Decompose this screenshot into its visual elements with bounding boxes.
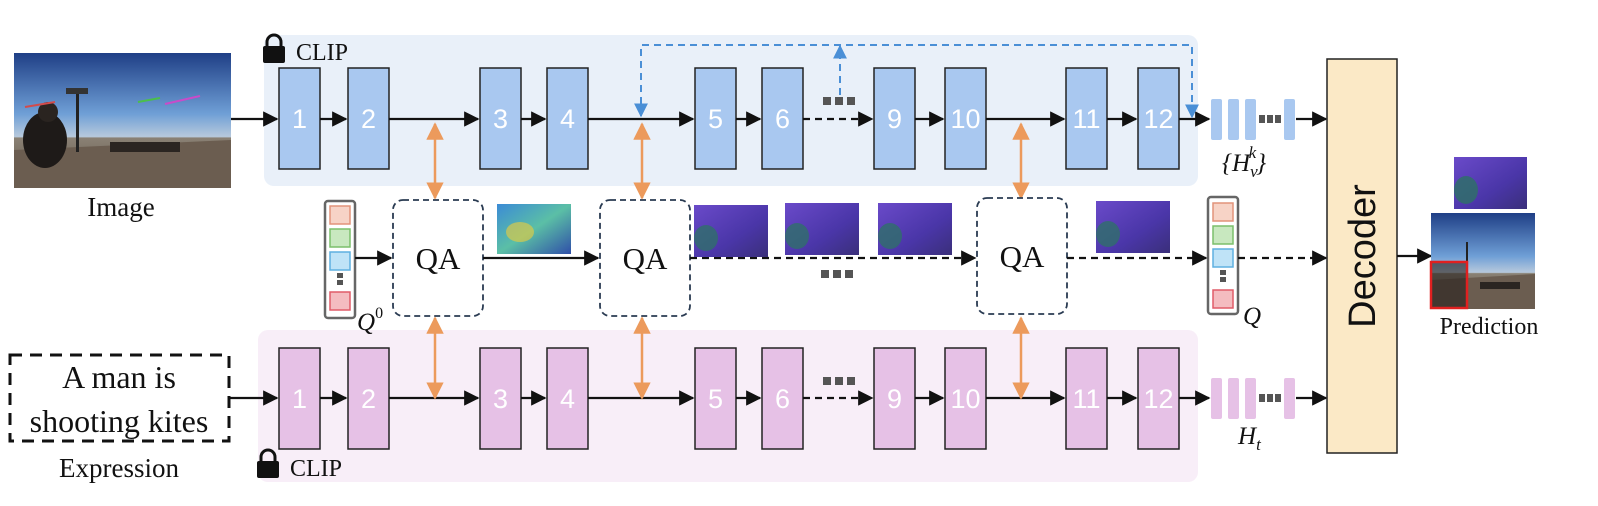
decoder-block — [1326, 58, 1398, 454]
text-block-label: 6 — [775, 384, 790, 414]
vision-block-12 — [1137, 67, 1180, 170]
ht-label: Ht — [1237, 423, 1262, 454]
text-block-5 — [694, 347, 737, 450]
qa-module-1: QA — [392, 199, 484, 317]
vision-block-11 — [1065, 67, 1108, 170]
vision-block-label: 6 — [775, 104, 790, 134]
text-block-label: 9 — [887, 384, 902, 414]
vision-block-label: 2 — [361, 104, 376, 134]
decoder-label: Decoder — [1342, 184, 1384, 328]
text-block-label: 10 — [950, 384, 980, 414]
vision-layers: 1 2 3 4 5 6 9 10 11 12 — [278, 67, 1180, 170]
ellipsis-icon — [823, 377, 855, 385]
q0-label: Q0 — [357, 305, 383, 336]
text-layers: 1 2 3 4 5 6 9 10 11 12 — [278, 347, 1180, 450]
vision-block-label: 11 — [1072, 104, 1100, 134]
prediction-image — [1429, 213, 1535, 310]
vision-block-label: 1 — [292, 104, 307, 134]
text-block-6 — [761, 347, 804, 450]
text-block-label: 12 — [1143, 384, 1173, 414]
text-block-10 — [944, 347, 987, 450]
text-block-label: 1 — [292, 384, 307, 414]
vision-block-label: 10 — [950, 104, 980, 134]
query-stack-q0 — [323, 199, 357, 320]
qa-label: QA — [416, 241, 461, 276]
attention-map-5 — [1096, 201, 1170, 253]
qa-label: QA — [1000, 239, 1045, 274]
ellipsis-icon — [821, 270, 853, 278]
text-block-label: 11 — [1072, 384, 1100, 414]
ellipsis-icon — [823, 97, 855, 105]
prediction-bounding-box — [1429, 260, 1469, 310]
text-block-label: 3 — [493, 384, 508, 414]
vision-block-10 — [944, 67, 987, 170]
attention-map-1 — [497, 204, 571, 254]
q-label: Q — [1243, 303, 1261, 330]
prediction-label: Prediction — [1440, 314, 1539, 340]
query-stack-q — [1206, 195, 1240, 316]
cross-modal-arrows — [426, 122, 1030, 400]
attention-map-3 — [785, 203, 859, 255]
qa-label: QA — [623, 241, 668, 276]
vision-block-5 — [694, 67, 737, 170]
vision-block-6 — [761, 67, 804, 170]
vision-block-label: 9 — [887, 104, 902, 134]
vision-block-label: 3 — [493, 104, 508, 134]
lock-icon — [263, 33, 285, 63]
image-label: Image — [87, 192, 154, 222]
expression-text-line1: A man is — [62, 359, 176, 395]
text-block-3 — [479, 347, 522, 450]
input-image — [14, 53, 231, 188]
vision-block-1 — [278, 67, 321, 170]
text-block-label: 2 — [361, 384, 376, 414]
text-features — [1211, 378, 1295, 419]
prediction-mask-thumbnail — [1454, 157, 1527, 209]
attention-map-4 — [878, 203, 952, 255]
vision-block-label: 12 — [1143, 104, 1173, 134]
text-block-label: 4 — [560, 384, 575, 414]
vision-block-3 — [479, 67, 522, 170]
ellipsis-icon — [1259, 394, 1281, 402]
ellipsis-icon — [1259, 115, 1281, 123]
vision-block-2 — [347, 67, 390, 170]
qa-module-3: QA — [976, 197, 1068, 315]
clip-label-bottom: CLIP — [290, 456, 342, 482]
skip-connection — [634, 44, 1199, 119]
hv-label: {Hvk} — [1222, 143, 1266, 181]
qa-module-2: QA — [599, 199, 691, 317]
vision-features — [1211, 99, 1295, 140]
clip-label-top: CLIP — [296, 40, 348, 66]
vision-block-9 — [873, 67, 916, 170]
text-block-4 — [546, 347, 589, 450]
attention-map-2 — [694, 205, 768, 257]
lock-icon — [257, 448, 279, 478]
text-block-2 — [347, 347, 390, 450]
vision-block-label: 4 — [560, 104, 575, 134]
vision-block-label: 5 — [708, 104, 723, 134]
expression-label: Expression — [59, 453, 179, 483]
text-block-label: 5 — [708, 384, 723, 414]
text-block-11 — [1065, 347, 1108, 450]
expression-text-line2: shooting kites — [30, 403, 209, 439]
